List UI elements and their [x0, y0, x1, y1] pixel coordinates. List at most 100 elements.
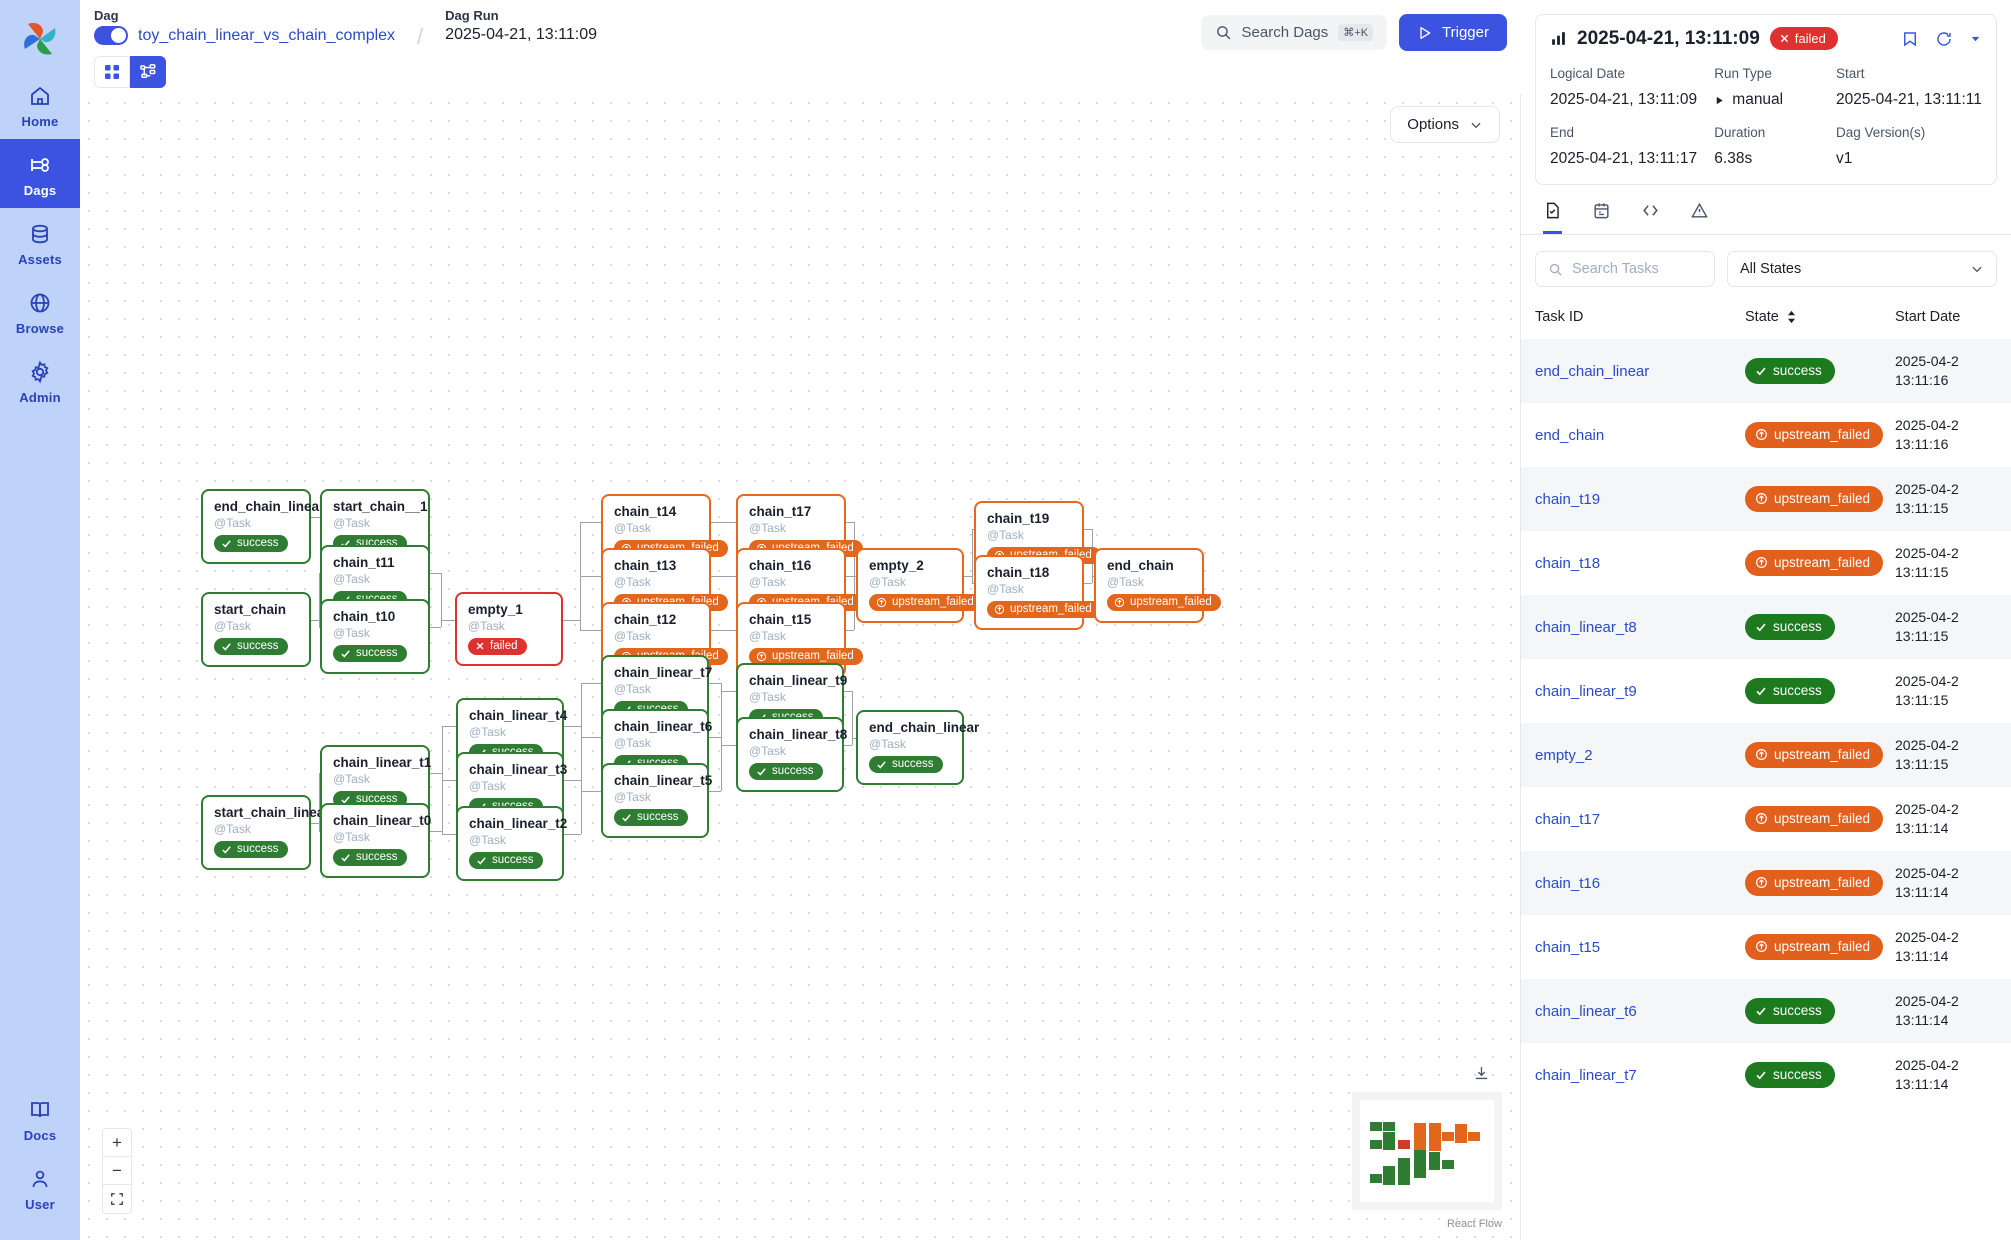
task-state-label: success — [1773, 683, 1822, 698]
node-state-label: success — [892, 758, 934, 770]
graph-view-button[interactable] — [130, 56, 166, 88]
meta-label: Dag Version(s) — [1835, 125, 1926, 140]
task-id-link[interactable]: chain_linear_t9 — [1535, 682, 1637, 700]
zoom-in-button[interactable]: + — [103, 1129, 131, 1157]
node-operator: @Task — [214, 619, 251, 633]
fit-view-button[interactable] — [103, 1185, 131, 1213]
options-button[interactable]: Options — [1390, 106, 1500, 143]
graph-edge-start_chain_linear-to-chain_linear_t0 — [311, 822, 319, 824]
search-tasks-input[interactable]: Search Tasks — [1535, 251, 1715, 287]
sidebar-item-dags[interactable]: Dags — [0, 139, 80, 208]
column-header-state[interactable]: State — [1745, 309, 1895, 325]
graph-edge-chain_t12-to-chain_t15 — [711, 629, 722, 631]
minimap-node — [1441, 1132, 1454, 1142]
task-id-link[interactable]: end_chain — [1535, 426, 1605, 444]
task-id-link[interactable]: chain_linear_t8 — [1535, 618, 1637, 636]
dagrun-label: Dag Run — [445, 8, 499, 23]
sidebar-item-docs[interactable]: Docs — [0, 1084, 80, 1153]
sidebar-item-user[interactable]: User — [0, 1153, 80, 1222]
task-id-link[interactable]: chain_t17 — [1535, 810, 1601, 828]
meta-value: v1 — [1835, 150, 1853, 167]
options-label: Options — [1407, 116, 1459, 133]
node-state-badge: success — [214, 638, 288, 655]
meta-value: 2025-04-21, 13:11:17 — [1550, 150, 1698, 167]
tab-warnings[interactable] — [1690, 201, 1709, 234]
tab-events[interactable] — [1592, 201, 1611, 234]
state-filter-select[interactable]: All States — [1727, 251, 1997, 287]
task-id-link[interactable]: chain_linear_t7 — [1535, 1066, 1637, 1084]
node-state-label: success — [356, 793, 398, 805]
dag-name-link[interactable]: toy_chain_linear_vs_chain_complex — [138, 26, 396, 44]
column-header-task-id[interactable]: Task ID — [1535, 309, 1584, 325]
airflow-pinwheel-logo[interactable] — [0, 8, 80, 70]
dag-pause-toggle[interactable] — [94, 26, 128, 45]
trigger-button[interactable]: Trigger — [1399, 14, 1507, 51]
graph-edge-chain_linear_t0-to-chain_linear_t2 — [442, 830, 443, 834]
minimap-node — [1413, 1141, 1426, 1151]
upstream-failed-icon — [1755, 492, 1768, 505]
graph-edge-chain_t11-to-empty_1 — [441, 572, 442, 620]
task-id-link[interactable]: chain_t16 — [1535, 874, 1601, 892]
minimap-node — [1383, 1175, 1396, 1185]
task-id-link[interactable]: chain_linear_t6 — [1535, 1002, 1637, 1020]
task-state-label: upstream_failed — [1774, 811, 1871, 826]
check-icon — [340, 648, 351, 659]
node-state-label: success — [772, 765, 814, 777]
tab-task-instances[interactable] — [1543, 201, 1562, 234]
task-id-link[interactable]: end_chain_linear — [1535, 362, 1650, 380]
task-state-badge: upstream_failed — [1745, 422, 1884, 448]
chevron-down-icon[interactable] — [1969, 32, 1982, 45]
refresh-icon[interactable] — [1935, 30, 1953, 48]
minimap-node — [1454, 1133, 1467, 1143]
sidebar-item-label: User — [25, 1197, 55, 1212]
sidebar-item-home[interactable]: Home — [0, 70, 80, 139]
graph-edge-chain_linear_t0-to-chain_linear_t4 — [442, 725, 456, 727]
graph-minimap[interactable] — [1352, 1092, 1502, 1210]
grid-view-button[interactable] — [94, 56, 130, 88]
minimap-node — [1370, 1122, 1383, 1132]
sidebar-item-admin[interactable]: Admin — [0, 346, 80, 415]
task-id-link[interactable]: chain_t18 — [1535, 554, 1601, 572]
sidebar-item-assets[interactable]: Assets — [0, 208, 80, 277]
database-icon — [28, 222, 52, 246]
upstream-failed-icon — [756, 651, 767, 662]
task-id-link[interactable]: chain_t15 — [1535, 938, 1601, 956]
note-icon[interactable] — [1901, 30, 1919, 48]
task-id-link[interactable]: chain_t19 — [1535, 490, 1601, 508]
task-id-link[interactable]: empty_2 — [1535, 746, 1593, 764]
download-image-button[interactable] — [1473, 1065, 1490, 1082]
user-icon — [28, 1167, 52, 1191]
sidebar-item-browse[interactable]: Browse — [0, 277, 80, 346]
zoom-out-button[interactable]: − — [103, 1157, 131, 1185]
column-header-start-date[interactable]: Start Date — [1895, 309, 1961, 325]
search-dags-button[interactable]: Search Dags ⌘+K — [1200, 15, 1388, 50]
tab-code[interactable] — [1641, 201, 1660, 234]
